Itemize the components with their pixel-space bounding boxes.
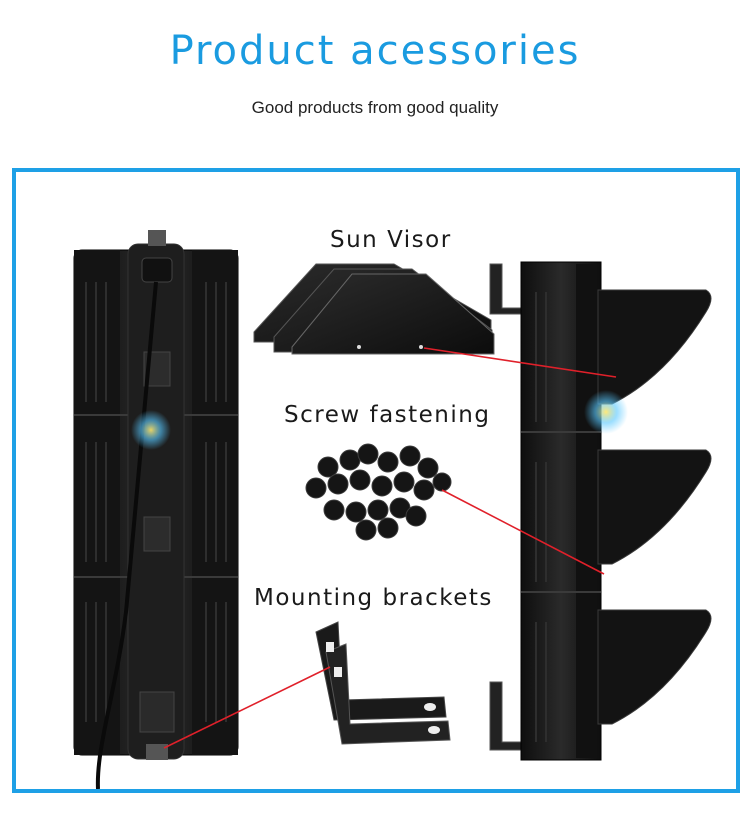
screw-fastening-label: Screw fastening xyxy=(284,402,491,428)
sun-visor-stack xyxy=(253,263,495,355)
mounting-brackets-label: Mounting brackets xyxy=(254,585,493,611)
pointer-lines xyxy=(163,347,617,749)
screw-cluster xyxy=(305,443,452,541)
sun-visor-label: Sun Visor xyxy=(330,227,452,253)
accessories-illustration xyxy=(73,230,712,789)
traffic-light-back-view xyxy=(73,230,239,789)
traffic-light-side-view xyxy=(489,261,712,761)
page-subtitle: Good products from good quality xyxy=(251,98,499,117)
mounting-bracket-pair xyxy=(315,621,451,745)
page-title: Product acessories xyxy=(169,28,581,74)
accessories-panel: Sun Visor Screw fastening Mounting brack… xyxy=(12,168,740,793)
